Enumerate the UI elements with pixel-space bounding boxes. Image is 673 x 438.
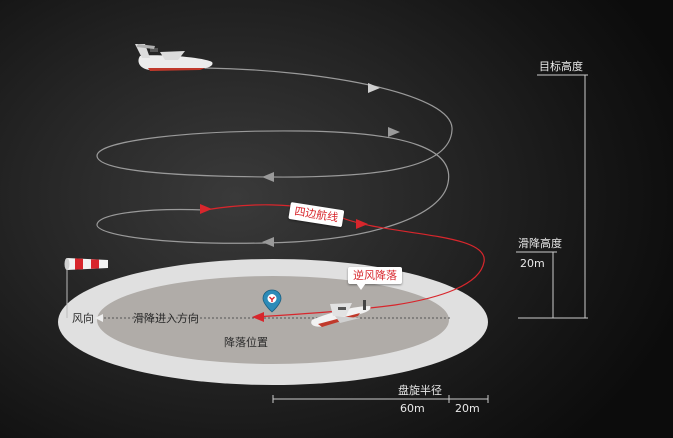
orbit-arrow-1 <box>368 83 380 93</box>
upwind-landing-label: 逆风降落 <box>348 267 402 290</box>
upwind-landing-text: 逆风降落 <box>353 269 397 282</box>
orbit-arrow-3 <box>388 127 400 137</box>
aircraft-icon <box>311 300 371 327</box>
landing-arrow-1 <box>200 204 212 214</box>
aircraft-icon <box>135 44 213 71</box>
orbit-arrow-4 <box>262 237 274 247</box>
target-altitude-label: 目标高度 <box>539 60 583 73</box>
orbit-path <box>96 67 453 244</box>
wind-direction-arrow <box>95 314 103 322</box>
radius-60m-label: 60m <box>400 402 425 415</box>
landing-arrow-3 <box>252 312 264 322</box>
callout-tail <box>356 283 366 290</box>
location-pin-icon <box>262 289 282 313</box>
glide-altitude-value: 20m <box>520 257 545 270</box>
glide-entry-direction-label: 滑降进入方向 <box>133 312 199 325</box>
wind-direction-label: 风向 <box>72 312 94 325</box>
inner-landing-field <box>97 276 449 364</box>
landing-arrow-2 <box>356 219 368 229</box>
orbit-radius-label: 盘旋半径 <box>398 384 442 397</box>
glide-altitude-label: 滑降高度 <box>518 237 562 250</box>
orbit-arrow-2 <box>262 172 274 182</box>
landing-position-label: 降落位置 <box>224 336 268 349</box>
windsock-icon <box>64 258 108 318</box>
radius-20m-label: 20m <box>455 402 480 415</box>
